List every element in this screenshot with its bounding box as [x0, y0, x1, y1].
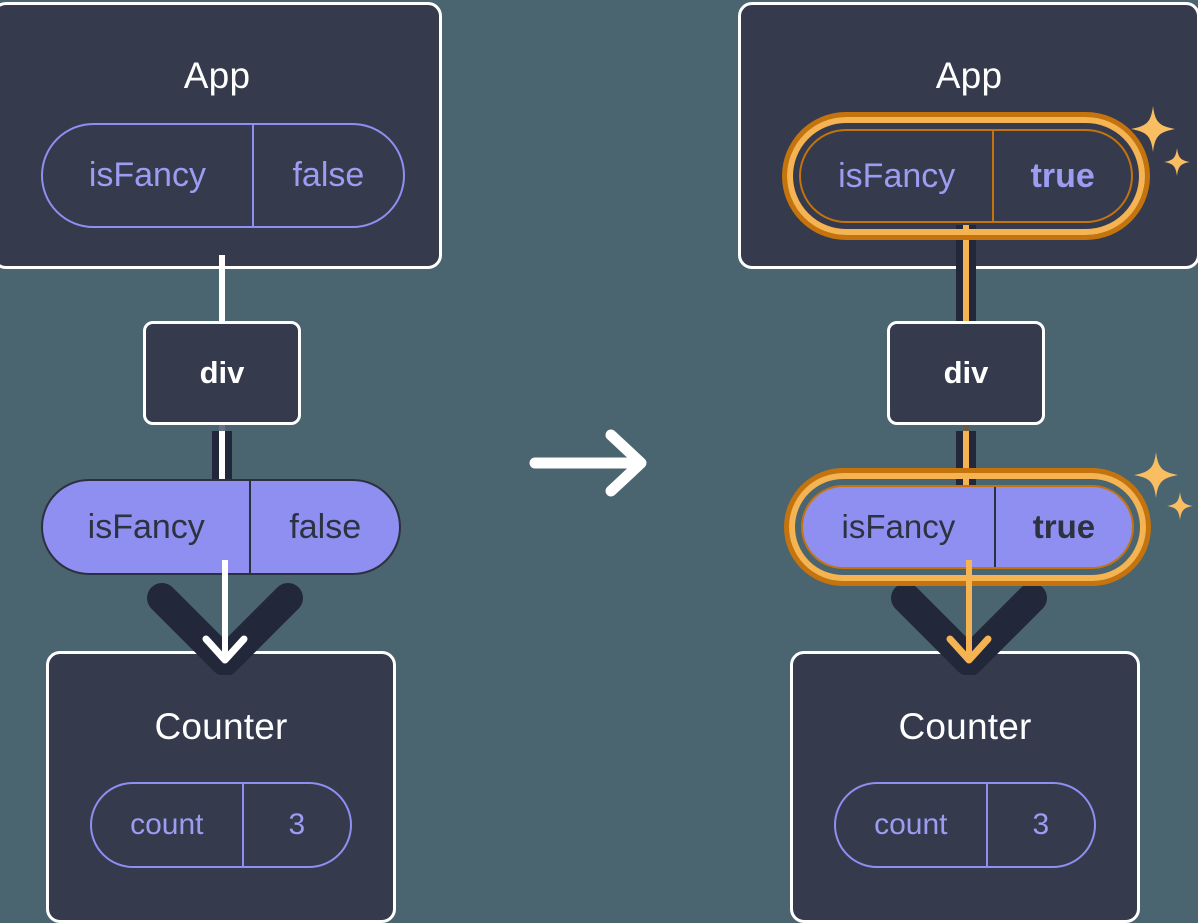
right-prop-value: true: [993, 487, 1132, 567]
right-counter-title: Counter: [898, 706, 1032, 747]
transition-arrow-icon: [529, 429, 647, 497]
left-app-state-key: isFancy: [88, 156, 206, 194]
left-counter-title: Counter: [154, 706, 288, 747]
right-app-state-highlight-ring: [787, 117, 1145, 235]
right-prop-pill: isFancy true: [801, 485, 1134, 569]
left-div-label: div: [199, 355, 245, 390]
right-prop-sparkles-icon: [1134, 452, 1193, 520]
right-counter-state-pill: count 3: [834, 782, 1096, 868]
left-app-state-value: false: [251, 125, 403, 226]
left-counter-state-key: count: [130, 808, 204, 841]
right-arrowhead-icon: [946, 560, 992, 664]
left-counter-state-value: 3: [241, 784, 350, 866]
right-app-title: App: [935, 55, 1003, 96]
left-arrowhead-icon: [202, 560, 248, 664]
right-app-state-value: true: [992, 131, 1131, 221]
right-div-box: div: [887, 321, 1045, 425]
left-counter-state-pill: count 3: [90, 782, 352, 868]
right-counter-state-value: 3: [985, 784, 1094, 866]
left-prop-value: false: [249, 481, 399, 573]
left-app-title: App: [183, 55, 251, 96]
left-div-box: div: [143, 321, 301, 425]
right-prop-key: isFancy: [841, 508, 956, 545]
left-prop-pill: isFancy false: [41, 479, 401, 575]
left-prop-key: isFancy: [87, 507, 205, 546]
right-app-sparkles-icon: [1131, 106, 1190, 176]
right-app-state-pill: isFancy true: [799, 129, 1133, 223]
left-app-state-pill: isFancy false: [41, 123, 405, 228]
right-div-label: div: [943, 355, 989, 390]
right-app-state-key: isFancy: [838, 156, 956, 195]
right-counter-state-key: count: [874, 808, 948, 841]
